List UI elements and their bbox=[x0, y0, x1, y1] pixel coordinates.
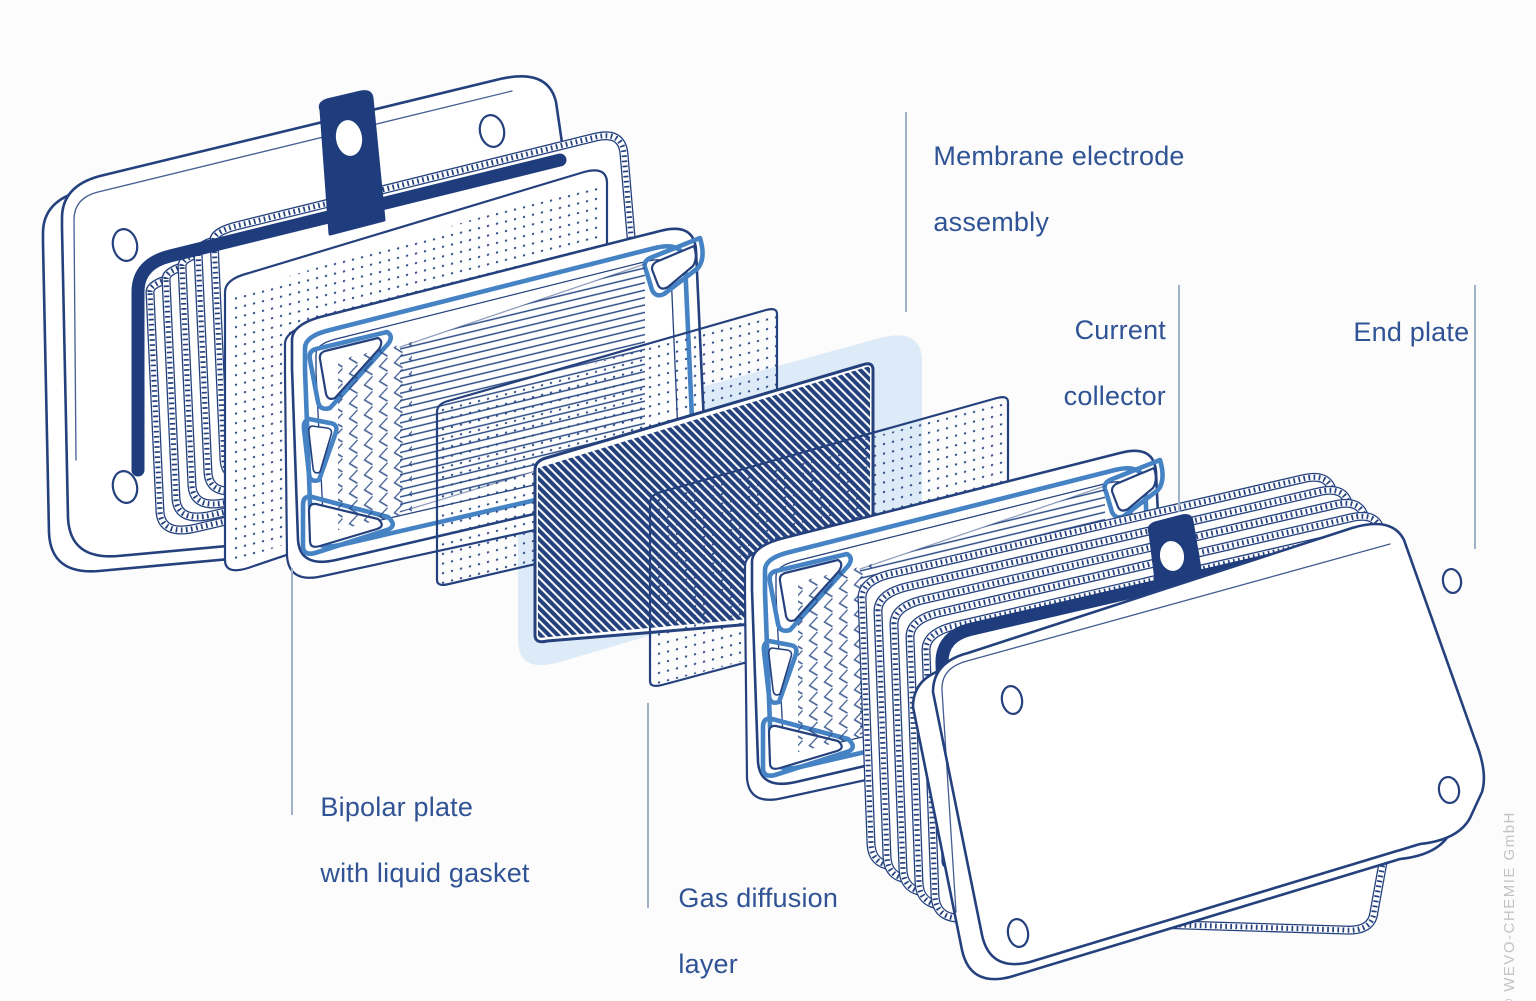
collector-tab-hole-left bbox=[335, 120, 363, 156]
copyright-watermark: © WEVO-CHEMIE GmbH bbox=[1501, 811, 1518, 1001]
collector-tab-left bbox=[318, 90, 386, 236]
leader-line-end-plate bbox=[1474, 285, 1476, 549]
label-line: with liquid gasket bbox=[320, 858, 530, 888]
label-line: assembly bbox=[933, 207, 1050, 237]
current-collector-right bbox=[935, 514, 1342, 869]
end-plate-right bbox=[911, 522, 1486, 981]
label-line: collector bbox=[1063, 381, 1166, 411]
label-membrane-electrode-assembly: Membrane electrode assembly bbox=[918, 107, 1185, 239]
leader-line-gas-diffusion bbox=[647, 703, 649, 908]
current-collector-left bbox=[131, 90, 567, 477]
label-line: Membrane electrode bbox=[933, 141, 1185, 171]
leader-line-mea bbox=[905, 112, 907, 312]
label-line: Bipolar plate bbox=[320, 792, 474, 822]
label-gas-diffusion-layer: Gas diffusion layer bbox=[663, 849, 838, 981]
label-line: Current bbox=[1074, 315, 1166, 345]
collector-tab-hole-right bbox=[1159, 541, 1185, 571]
watermark-text: © WEVO-CHEMIE GmbH bbox=[1501, 811, 1518, 1001]
leader-line-current-collector bbox=[1178, 285, 1180, 512]
label-line: End plate bbox=[1353, 317, 1470, 347]
label-end-plate: End plate bbox=[1338, 283, 1469, 349]
label-line: Gas diffusion bbox=[678, 883, 839, 913]
label-bipolar-plate: Bipolar plate with liquid gasket bbox=[305, 758, 530, 890]
leader-line-bipolar-plate bbox=[291, 568, 293, 815]
label-line: layer bbox=[678, 949, 738, 979]
label-current-collector: Current collector bbox=[966, 281, 1166, 413]
